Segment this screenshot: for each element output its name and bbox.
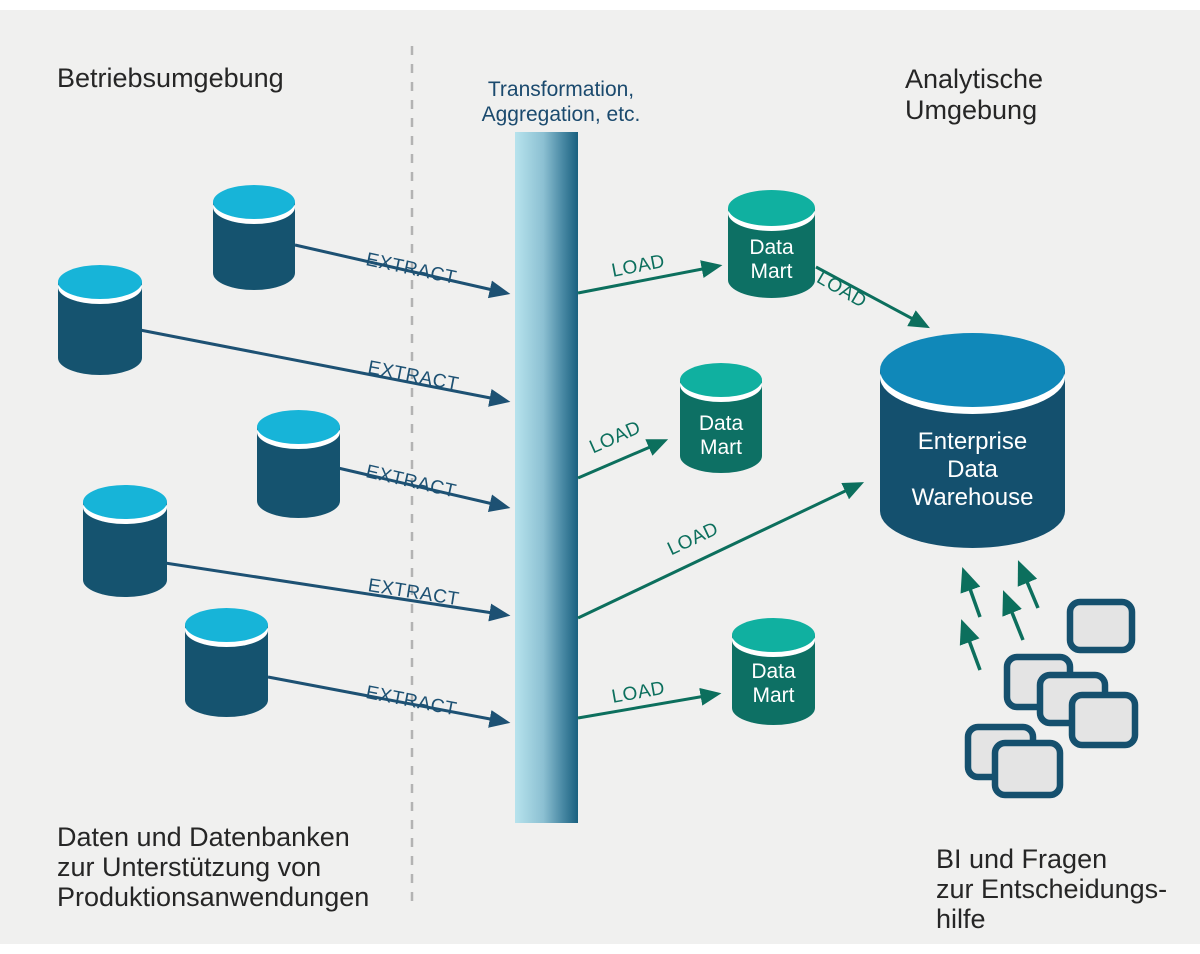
extract-arrow-1 <box>294 243 511 299</box>
bi-up-arrow-4 <box>1017 560 1040 609</box>
data-mart-2 <box>680 363 762 473</box>
bi-screen-4 <box>1068 691 1139 749</box>
data-mart-3 <box>732 618 815 725</box>
load-arrow-datamart1-to-edw <box>815 265 930 329</box>
data-mart-1 <box>728 190 815 298</box>
edw-line-1: Enterprise <box>917 428 1028 455</box>
extract-arrow-5 <box>267 675 511 728</box>
source-database-2 <box>58 265 142 375</box>
source-database-5 <box>185 608 268 717</box>
extract-arrow-3 <box>337 466 511 513</box>
right-region-title: Analytische Umgebung <box>905 64 1043 126</box>
data-mart-2-line-2: Mart <box>700 436 742 459</box>
load-arrow-to-datamart-2 <box>577 439 669 480</box>
bi-screen-1 <box>1066 598 1136 654</box>
data-mart-2-line-1: Data <box>698 412 744 435</box>
data-mart-3-label: Data Mart <box>732 660 815 708</box>
bi-up-arrow-2 <box>959 619 982 671</box>
right-title-line-2: Umgebung <box>905 95 1038 125</box>
left-region-caption: Daten und Datenbanken zur Unterstützung … <box>57 822 369 912</box>
data-mart-3-line-1: Data <box>751 660 796 683</box>
data-mart-1-line-1: Data <box>749 236 794 259</box>
data-mart-1-line-2: Mart <box>750 260 793 283</box>
source-database-1 <box>213 185 295 290</box>
source-database-4 <box>83 485 167 597</box>
bi-screen-6 <box>991 739 1064 799</box>
extract-arrow-4 <box>164 561 511 622</box>
right-region-caption: BI und Fragen zur Entscheidungs- hilfe <box>936 844 1167 934</box>
load-arrow-to-datamart-1 <box>577 260 723 295</box>
load-arrow-to-datamart-3 <box>577 687 722 720</box>
bi-up-arrow-1 <box>960 567 982 618</box>
data-mart-3-line-2: Mart <box>752 684 795 707</box>
source-database-3 <box>257 410 340 518</box>
load-arrow-to-edw <box>577 482 865 620</box>
edw-line-2: Data <box>947 456 998 483</box>
right-caption-line-1: BI und Fragen <box>936 844 1108 874</box>
right-title-line-1: Analytische <box>905 64 1044 94</box>
edw-line-3: Warehouse <box>911 484 1034 511</box>
right-caption-line-2: zur Entscheidungs- <box>936 874 1168 904</box>
middle-title-line-1: Transformation, <box>487 78 635 101</box>
left-caption-line-3: Produktionsanwendungen <box>57 882 370 912</box>
data-mart-1-label: Data Mart <box>728 236 815 284</box>
left-caption-line-2: zur Unterstützung von <box>57 852 322 882</box>
left-caption-line-1: Daten und Datenbanken <box>57 822 350 852</box>
data-mart-2-label: Data Mart <box>680 412 762 460</box>
extract-arrow-2 <box>139 328 511 407</box>
left-region-title: Betriebsumgebung <box>57 63 284 93</box>
enterprise-data-warehouse <box>880 333 1065 548</box>
transformation-bar <box>515 132 578 823</box>
right-caption-line-3: hilfe <box>936 904 986 934</box>
bi-up-arrow-3 <box>1002 590 1025 641</box>
middle-region-title: Transformation, Aggregation, etc. <box>446 77 676 127</box>
enterprise-dw-label: Enterprise Data Warehouse <box>880 428 1065 512</box>
middle-title-line-2: Aggregation, etc. <box>481 103 641 126</box>
